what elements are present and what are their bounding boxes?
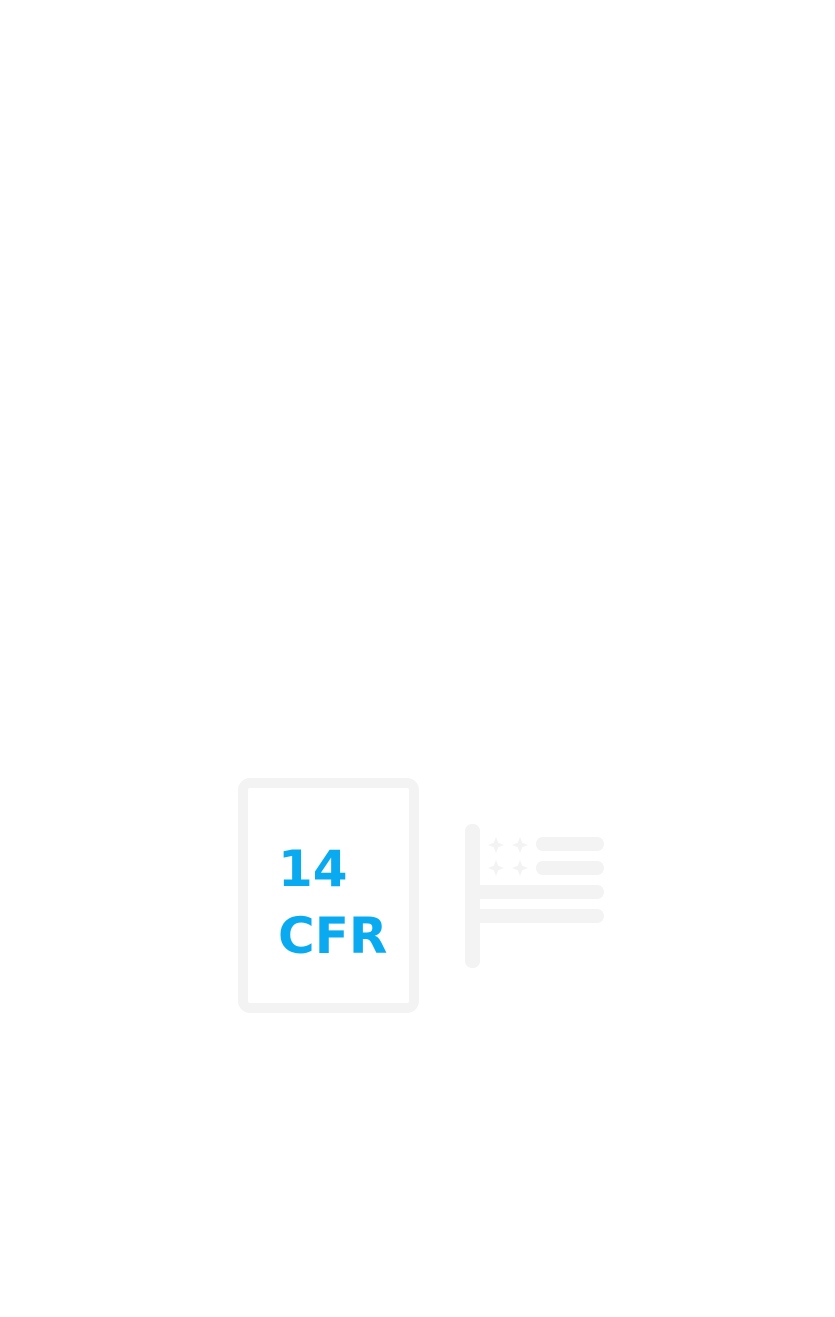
document-label: 14 CFR	[278, 836, 387, 970]
document-label-number: 14	[278, 840, 348, 898]
flag-icon	[465, 824, 604, 968]
document-card-icon: 14 CFR	[238, 778, 419, 1013]
document-label-code: CFR	[278, 907, 388, 965]
